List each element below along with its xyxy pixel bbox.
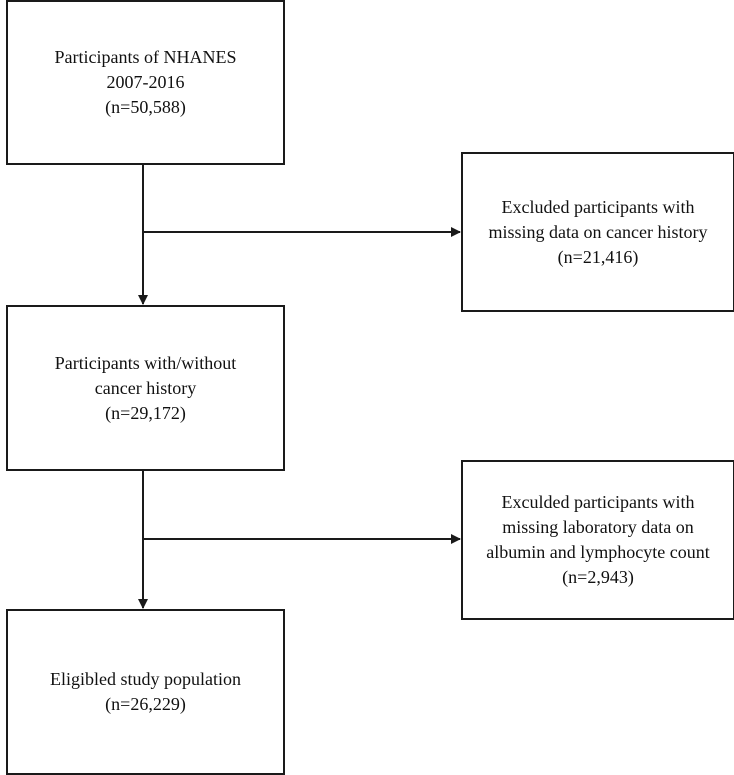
start-box: Participants of NHANES 2007-2016 (n=50,5… bbox=[6, 0, 285, 165]
exclusion1-line2: missing data on cancer history bbox=[488, 221, 708, 242]
middle-line2: cancer history bbox=[94, 377, 197, 398]
exclusion2-line3: albumin and lymphocyte count bbox=[486, 542, 710, 562]
start-line1: Participants of NHANES bbox=[54, 47, 237, 67]
start-line2: 2007-2016 bbox=[106, 72, 185, 92]
middle-box: Participants with/without cancer history… bbox=[6, 305, 285, 471]
exclusion2-line1: Exculded participants with bbox=[501, 492, 695, 512]
exclusion1-box: Excluded participants with missing data … bbox=[461, 152, 734, 312]
start-line3: (n=50,588) bbox=[105, 97, 186, 117]
middle-line1: Participants with/without bbox=[54, 352, 237, 373]
exclusion1-line1: Excluded participants with bbox=[501, 196, 695, 217]
final-line2: (n=26,229) bbox=[105, 694, 186, 714]
exclusion1-line3: (n=21,416) bbox=[557, 246, 639, 267]
exclusion2-line2: missing laboratory data on bbox=[502, 517, 694, 537]
final-line1: Eligibled study population bbox=[50, 669, 241, 689]
exclusion2-line4: (n=2,943) bbox=[562, 567, 634, 587]
final-box: Eligibled study population (n=26,229) bbox=[6, 609, 285, 775]
middle-line3: (n=29,172) bbox=[105, 402, 186, 423]
exclusion2-box: Exculded participants with missing labor… bbox=[461, 460, 734, 620]
